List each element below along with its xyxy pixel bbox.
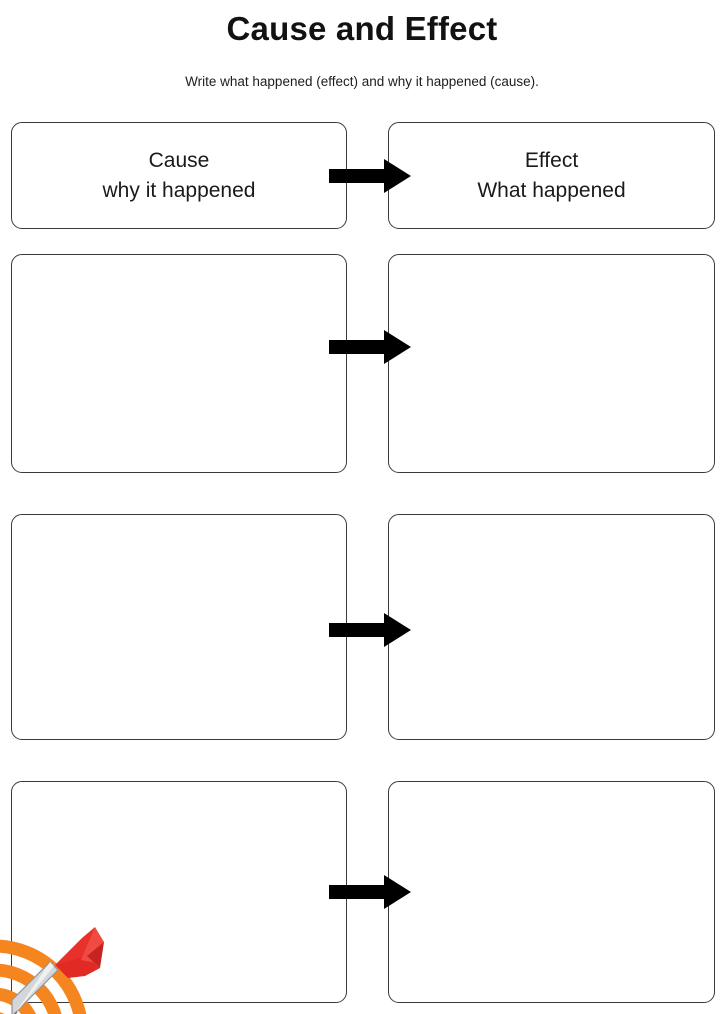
cause-box-row-3[interactable]: [11, 781, 347, 1003]
effect-box-row-3[interactable]: [388, 781, 715, 1003]
page-subtitle: Write what happened (effect) and why it …: [185, 74, 539, 89]
arrow-right-icon-4: [329, 875, 411, 909]
cause-box-row-2[interactable]: [11, 514, 347, 740]
arrow-right-icon-1: [329, 159, 411, 193]
cause-box-header[interactable]: Cause why it happened: [11, 122, 347, 229]
page-title: Cause and Effect: [226, 10, 498, 47]
arrow-right-icon-3: [329, 613, 411, 647]
cause-box-row-1[interactable]: [11, 254, 347, 473]
arrow-right-icon-2: [329, 330, 411, 364]
effect-box-header[interactable]: Effect What happened: [388, 122, 715, 229]
effect-box-row-1[interactable]: [388, 254, 715, 473]
effect-header-label: Effect What happened: [477, 148, 626, 202]
effect-box-row-2[interactable]: [388, 514, 715, 740]
cause-header-label: Cause why it happened: [102, 148, 256, 202]
